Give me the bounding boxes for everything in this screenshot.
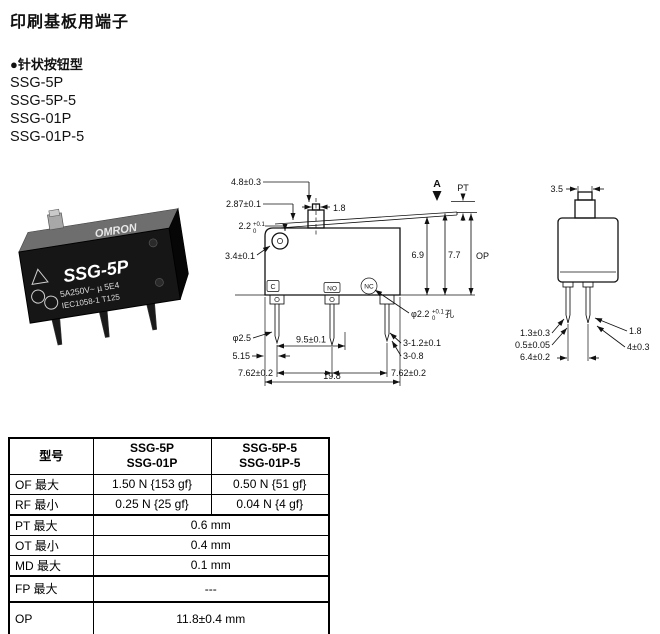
rivets <box>148 238 164 287</box>
dim-label: 0.5±0.05 <box>515 340 550 350</box>
model-name: SSG-01P-5 <box>10 129 85 145</box>
model-name: SSG-01P <box>10 111 72 127</box>
table-cell: 0.25 N {25 gf} <box>92 493 212 516</box>
dim-label: 1.8 <box>333 203 346 213</box>
dim-label: 2.87±0.1 <box>226 199 261 209</box>
row-label: PT 最大 <box>8 514 94 536</box>
switch-illustration: OMRON SSG-5P 5A250V~ µ 5E4 IEC1058-1 T12… <box>18 207 189 346</box>
table-row: OF 最大 1.50 N {153 gf} 0.50 N {51 gf} <box>8 473 330 495</box>
section-a-label: A <box>433 178 441 190</box>
header-model-line: SSG-01P <box>126 456 178 471</box>
row-label: OP <box>8 601 94 634</box>
header-model-line: SSG-5P-5 <box>242 441 298 456</box>
table-cell: 0.1 mm <box>92 554 330 577</box>
dimension-drawing: C NO NC 4.8±0.3 2.87±0.1 2.2 +0.1 0 3.4±… <box>225 177 649 386</box>
product-photo-svg: OMRON SSG-5P 5A250V~ µ 5E4 IEC1058-1 T12… <box>18 207 189 346</box>
dim-label: φ2.2 <box>411 309 429 319</box>
dim-label: 1.3±0.3 <box>520 328 550 338</box>
dim-label: 1.8 <box>629 326 642 336</box>
table-row: FP 最大 --- <box>8 575 330 603</box>
dim-label: 9.5±0.1 <box>296 335 326 345</box>
dim-label: OP <box>476 251 489 261</box>
model-list: SSG-5P SSG-5P-5 SSG-01P SSG-01P-5 <box>10 74 84 146</box>
terminal-nc-label: NC <box>364 284 374 291</box>
product-photo: OMRON SSG-5P 5A250V~ µ 5E4 IEC1058-1 T12… <box>5 186 215 356</box>
switch-front-face <box>18 227 181 324</box>
header-model-line: SSG-5P <box>129 441 174 456</box>
dim-label: 5.15 <box>232 351 250 361</box>
page-title: 印刷基板用端子 <box>10 14 130 31</box>
dim-label: 4.8±0.3 <box>231 177 261 187</box>
certification-marks <box>31 268 59 310</box>
table-cell: 11.8±0.4 mm <box>92 601 330 634</box>
table-cell: 0.6 mm <box>92 514 330 536</box>
row-label: OF 最大 <box>8 473 94 495</box>
switch-button <box>47 208 65 231</box>
model-name: SSG-5P <box>10 75 64 91</box>
dim-label: 2.2 <box>238 221 251 231</box>
side-view: 3.5 1.3±0.3 0.5±0.05 6.4±0.2 1.8 4±0.3 <box>515 184 649 362</box>
row-label: MD 最大 <box>8 554 94 577</box>
table-cell: --- <box>92 575 330 603</box>
table-cell: 0.04 N {4 gf} <box>210 493 330 516</box>
table-row: RF 最小 0.25 N {25 gf} 0.04 N {4 gf} <box>8 493 330 516</box>
col-header-model: 型号 <box>8 437 94 475</box>
dim-label: PT <box>457 183 469 193</box>
dim-label: 3-0.8 <box>403 351 424 361</box>
table-cell: 0.50 N {51 gf} <box>210 473 330 495</box>
terminal-no-label: NO <box>327 286 337 293</box>
dim-tolerance-sub: 0 <box>253 229 257 235</box>
table-row: MD 最大 0.1 mm <box>8 554 330 577</box>
dim-label: 6.4±0.2 <box>520 352 550 362</box>
model-name: SSG-5P-5 <box>10 93 77 109</box>
row-label: RF 最小 <box>8 493 94 516</box>
dim-label: 4±0.3 <box>627 342 649 352</box>
dim-label: φ2.5 <box>233 333 251 343</box>
table-cell: 1.50 N {153 gf} <box>92 473 212 495</box>
dim-label: 孔 <box>445 309 454 319</box>
row-label: OT 最小 <box>8 534 94 556</box>
dim-tolerance-sup: +0.1 <box>432 310 445 316</box>
table-row: PT 最大 0.6 mm <box>8 514 330 536</box>
dim-tolerance-sub: 0 <box>432 316 436 322</box>
col-header-group2: SSG-5P-5 SSG-01P-5 <box>210 437 330 475</box>
dim-label: 7.62±0.2 <box>238 368 273 378</box>
col-header-group1: SSG-5P SSG-01P <box>92 437 212 475</box>
dim-label: 3-1.2±0.1 <box>403 338 441 348</box>
switch-pins <box>51 303 158 346</box>
dim-label: 6.9 <box>411 250 424 260</box>
table-cell: 0.4 mm <box>92 534 330 556</box>
dim-label: 3.5 <box>550 184 563 194</box>
dim-label: 19.8 <box>323 371 341 381</box>
table-row: OP 11.8±0.4 mm <box>8 601 330 634</box>
row-label: FP 最大 <box>8 575 94 603</box>
spec-table: 型号 SSG-5P SSG-01P SSG-5P-5 SSG-01P-5 OF … <box>8 437 330 634</box>
dim-label: 7.7 <box>448 250 461 260</box>
dim-label: 3.4±0.1 <box>225 251 255 261</box>
section-a-arrow-icon <box>432 191 442 201</box>
header-model-line: SSG-01P-5 <box>239 456 301 471</box>
dim-tolerance-sup: +0.1 <box>253 222 266 228</box>
section-bullet: ●针状按钮型 <box>10 57 83 72</box>
table-row: OT 最小 0.4 mm <box>8 534 330 556</box>
terminal-c-label: C <box>270 284 275 291</box>
front-view: C NO NC 4.8±0.3 2.87±0.1 2.2 +0.1 0 3.4±… <box>225 177 489 386</box>
dim-label: 7.62±0.2 <box>391 368 426 378</box>
